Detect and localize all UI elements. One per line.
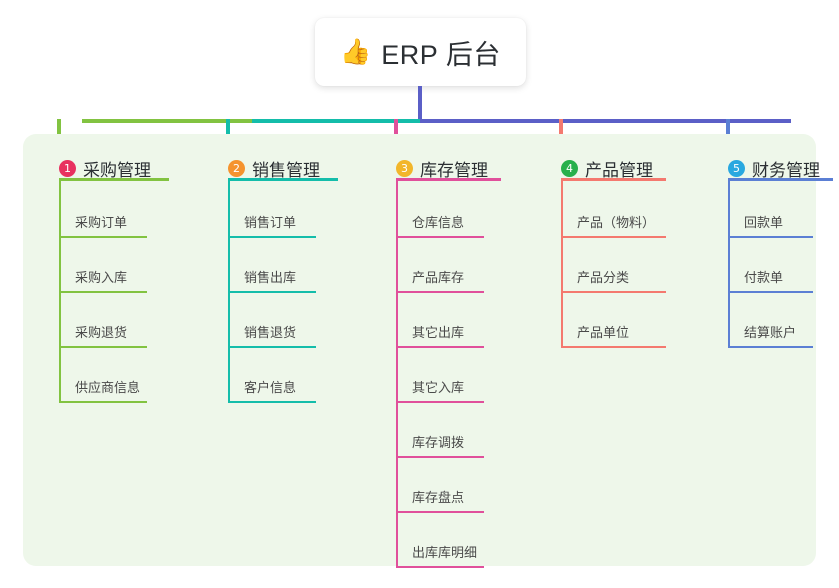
branch-spine-3 [396,181,398,568]
branch-column-1: 1 采购管理采购订单采购入库采购退货供应商信息 [59,134,177,544]
branch-spine-4 [561,181,563,348]
branch-item-label: 采购订单 [75,215,128,230]
branch-item-rule [728,236,813,238]
branch-title-4: 产品管理 [585,161,653,180]
branch-item-rule [396,511,484,513]
branch-header-rule-4 [561,178,666,181]
branch-item[interactable]: 销售订单 [228,190,316,238]
branch-item-label: 销售出库 [244,270,297,285]
branch-item-rule [59,291,147,293]
branch-item-label: 供应商信息 [75,380,141,395]
branch-badge-5: 5 [728,160,745,177]
branch-column-5: 5 财务管理回款单付款单结算账户 [728,134,839,544]
branch-item-label: 采购入库 [75,270,128,285]
thumbs-up-icon: 👍 [340,37,372,66]
branch-item-label: 出库库明细 [412,545,478,560]
branch-column-2: 2 销售管理销售订单销售出库销售退货客户信息 [228,134,346,544]
branch-item[interactable]: 结算账户 [728,300,813,348]
branch-badge-1: 1 [59,160,76,177]
branch-item-rule [728,291,813,293]
branch-item[interactable]: 仓库信息 [396,190,484,238]
branch-header-3[interactable]: 3 库存管理 [396,156,488,181]
branches-panel: 1 采购管理采购订单采购入库采购退货供应商信息 2 销售管理销售订单销售出库销售退货客… [23,134,833,568]
branch-item[interactable]: 库存盘点 [396,465,484,513]
branch-item-rule [228,346,316,348]
root-title: ERP 后台 [381,39,501,70]
branch-header-2[interactable]: 2 销售管理 [228,156,320,181]
branch-header-rule-2 [228,178,338,181]
branch-item[interactable]: 产品库存 [396,245,484,293]
branch-item[interactable]: 客户信息 [228,355,316,403]
branch-item-label: 产品（物料） [577,215,656,230]
branch-item[interactable]: 供应商信息 [59,355,147,403]
branch-item-rule [396,236,484,238]
branch-item-rule [561,291,666,293]
branch-item[interactable]: 回款单 [728,190,813,238]
branch-item-rule [396,566,484,568]
branch-spine-5 [728,181,730,348]
branch-column-3: 3 库存管理仓库信息产品库存其它出库其它入库库存调拨库存盘点出库库明细 [396,134,514,568]
connector-bar-segment-2 [252,119,420,123]
branch-item[interactable]: 采购退货 [59,300,147,348]
branch-header-rule-1 [59,178,169,181]
branch-item-rule [228,291,316,293]
branch-item-rule [396,291,484,293]
branch-item[interactable]: 产品分类 [561,245,666,293]
branch-item-label: 其它出库 [412,325,465,340]
branch-header-4[interactable]: 4 产品管理 [561,156,653,181]
branch-item[interactable]: 产品（物料） [561,190,666,238]
branch-title-2: 销售管理 [252,161,320,180]
branch-item-rule [59,236,147,238]
branch-item[interactable]: 销售出库 [228,245,316,293]
branch-item-rule [728,346,813,348]
branch-item-rule [59,401,147,403]
connector-bar-segment-1 [82,119,252,123]
branch-item-label: 产品库存 [412,270,465,285]
branch-item-label: 库存调拨 [412,435,465,450]
branch-item-label: 结算账户 [744,325,797,340]
root-trunk-line [418,86,422,123]
branch-badge-3: 3 [396,160,413,177]
branch-item[interactable]: 采购入库 [59,245,147,293]
branch-item-label: 采购退货 [75,325,128,340]
branch-item-rule [228,401,316,403]
branch-title-1: 采购管理 [83,161,151,180]
branch-badge-4: 4 [561,160,578,177]
branch-item-label: 销售订单 [244,215,297,230]
branch-item[interactable]: 销售退货 [228,300,316,348]
branch-item-rule [561,236,666,238]
branch-column-4: 4 产品管理产品（物料） 产品分类产品单位 [561,134,696,544]
branch-item-rule [396,346,484,348]
branch-item[interactable]: 采购订单 [59,190,147,238]
branch-header-5[interactable]: 5 财务管理 [728,156,820,181]
branch-item-label: 回款单 [744,215,784,230]
branch-item-label: 销售退货 [244,325,297,340]
branch-item[interactable]: 付款单 [728,245,813,293]
branch-item[interactable]: 其它出库 [396,300,484,348]
branch-item-label: 产品分类 [577,270,630,285]
branch-item-label: 库存盘点 [412,490,465,505]
branch-badge-2: 2 [228,160,245,177]
branch-item-label: 付款单 [744,270,784,285]
branch-title-5: 财务管理 [752,161,820,180]
branch-item[interactable]: 出库库明细 [396,520,484,568]
branch-item-rule [59,346,147,348]
branch-item-rule [396,401,484,403]
branch-item[interactable]: 产品单位 [561,300,666,348]
branch-item[interactable]: 库存调拨 [396,410,484,458]
branch-item-label: 产品单位 [577,325,630,340]
branch-header-rule-5 [728,178,833,181]
root-node[interactable]: 👍 ERP 后台 [315,18,526,86]
branch-header-1[interactable]: 1 采购管理 [59,156,151,181]
branch-header-rule-3 [396,178,501,181]
branch-title-3: 库存管理 [420,161,488,180]
branch-item[interactable]: 其它入库 [396,355,484,403]
branch-item-rule [561,346,666,348]
branch-item-rule [396,456,484,458]
branch-item-rule [228,236,316,238]
branch-item-label: 其它入库 [412,380,465,395]
branch-item-label: 客户信息 [244,380,297,395]
connector-bar-segment-3 [420,119,791,123]
branch-item-label: 仓库信息 [412,215,465,230]
